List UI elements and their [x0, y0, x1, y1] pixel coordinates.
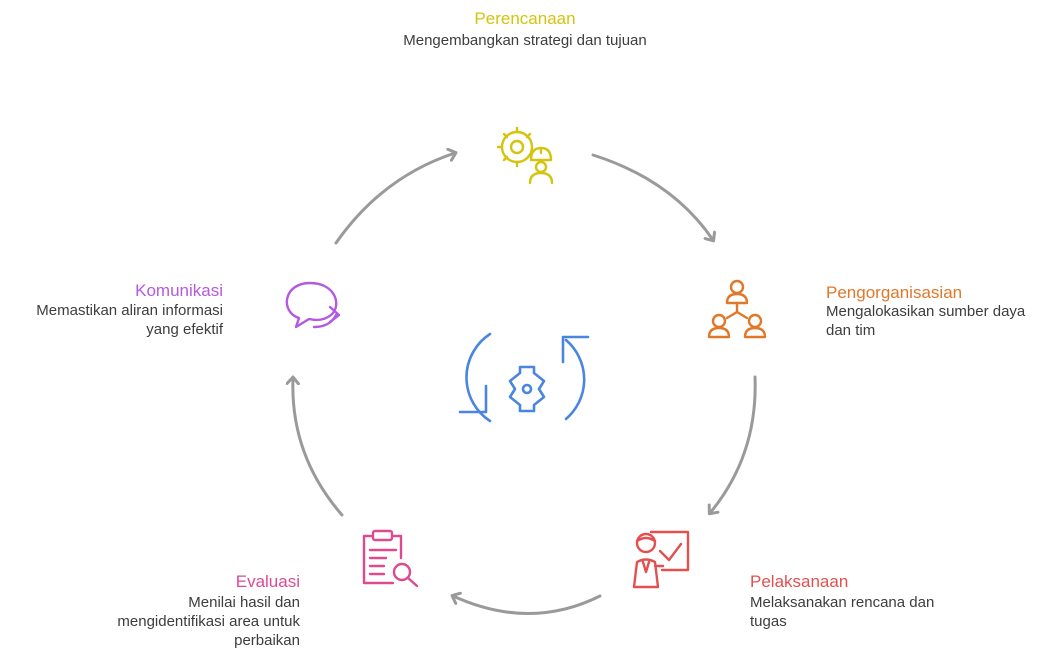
- gear-cycle-icon: [458, 332, 590, 423]
- arrow-evaluation-to-communication: [293, 378, 344, 517]
- evaluation-description: Menilai hasil dan mengidentifikasi area …: [117, 594, 300, 649]
- team-hierarchy-icon: [707, 279, 767, 339]
- planning-title: Perencanaan: [474, 9, 576, 28]
- presenter-checkmark-icon: [632, 530, 690, 589]
- communication-description: Memastikan aliran informasi yang efektif: [36, 302, 223, 338]
- executing-title: Pelaksanaan: [750, 572, 849, 591]
- gear-worker-icon: [496, 126, 554, 185]
- cycle-arrows: [293, 153, 757, 615]
- clipboard-search-icon: [362, 529, 419, 588]
- chat-bubbles-icon: [285, 281, 341, 329]
- executing-description: Melaksanakan rencana dan tugas: [750, 594, 935, 630]
- organizing-description: Mengalokasikan sumber daya dan tim: [826, 303, 1026, 339]
- arrow-organizing-to-executing: [710, 375, 757, 513]
- planning-description: Mengembangkan strategi dan tujuan: [403, 32, 647, 49]
- arrow-executing-to-evaluation: [453, 596, 602, 615]
- arrow-communication-to-planning: [334, 153, 455, 245]
- organizing-title: Pengorganisasian: [826, 283, 963, 302]
- evaluation-title: Evaluasi: [235, 572, 300, 591]
- arrow-planning-to-organizing: [591, 153, 713, 240]
- communication-title: Komunikasi: [135, 281, 223, 300]
